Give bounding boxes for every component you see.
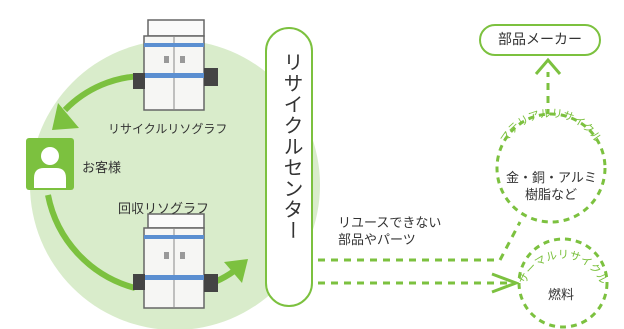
printer-icon — [133, 19, 218, 111]
parts-maker-label: 部品メーカー — [498, 32, 582, 48]
material-recycle-circle — [495, 112, 607, 224]
person-icon — [26, 138, 74, 190]
unreusable-parts-label: リユースできない 部品やパーツ — [338, 215, 441, 249]
up-chevron — [534, 57, 562, 75]
metals-line-1: 金・銅・アルミ — [506, 171, 597, 186]
background-circle — [30, 40, 320, 329]
unreusable-line-2: 部品やパーツ — [338, 233, 416, 248]
dashed-flow-lines — [318, 72, 550, 285]
customer-label: お客様 — [82, 161, 122, 176]
printer-icon — [133, 213, 218, 309]
metals-line-2: 樹脂など — [524, 188, 577, 203]
fuel-label: 燃料 — [548, 288, 575, 303]
parts-maker-box — [479, 24, 601, 56]
bottom-arc-arrow — [45, 194, 136, 291]
recycled-riso-label: リサイクルリソグラフ — [108, 122, 228, 136]
collected-riso-label: 回収リソグラフ — [118, 202, 210, 217]
metals-label: 金・銅・アルミ 樹脂など — [506, 170, 597, 204]
recycle-center-label: リサイクルセンター — [280, 52, 304, 241]
unreusable-line-1: リユースできない — [338, 216, 442, 231]
recycle-center-box — [265, 27, 313, 307]
thermal-recycle-circle — [517, 237, 609, 329]
bottom-arrowhead — [224, 259, 248, 283]
top-arrowhead — [52, 103, 79, 130]
right-chevron — [491, 272, 521, 294]
